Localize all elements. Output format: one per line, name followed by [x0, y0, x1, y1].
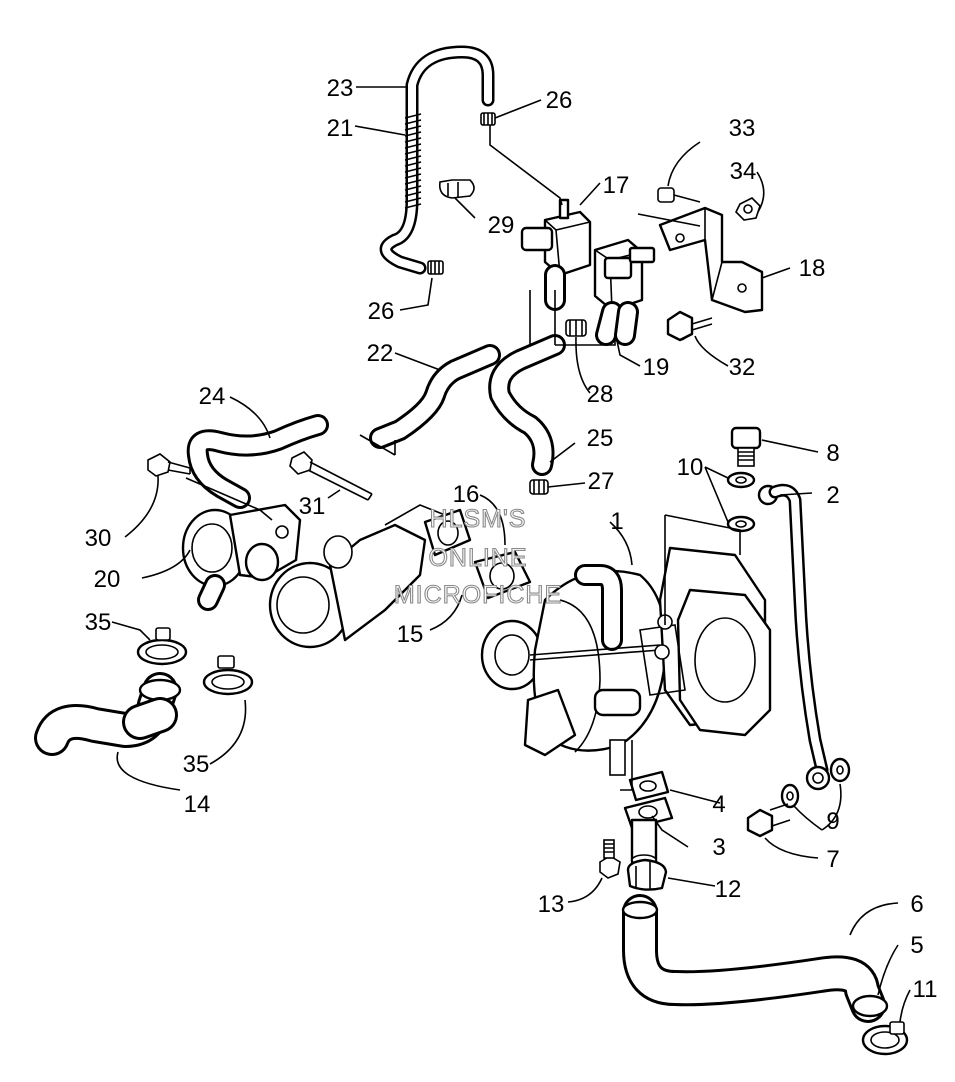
callout-11: 11 [913, 976, 938, 1003]
hose-22 [369, 344, 501, 449]
callout-25: 25 [587, 425, 614, 452]
callout-26-top: 26 [546, 87, 573, 114]
long-bolt-31 [289, 451, 373, 501]
bolt-33 [657, 187, 701, 203]
callout-7: 7 [826, 846, 839, 873]
hose-25 [488, 334, 566, 476]
hose-clip-27 [529, 479, 549, 495]
callout-18: 18 [799, 255, 826, 282]
callout-30: 30 [85, 525, 112, 552]
callout-27: 27 [588, 468, 615, 495]
turbocharger-1 [480, 546, 772, 776]
hose-clip-26-top [480, 112, 496, 126]
callout-10: 10 [677, 454, 704, 481]
oil-return-flange-3 [623, 796, 674, 866]
callout-6: 6 [910, 891, 923, 918]
oil-line-2 [757, 483, 831, 791]
valve-19 [593, 238, 656, 346]
callout-20: 20 [94, 566, 121, 593]
actuator-housing-20 [181, 503, 302, 611]
callout-28: 28 [587, 381, 614, 408]
hose-clip-26-lower [427, 260, 444, 275]
callout-5: 5 [910, 932, 923, 959]
callout-22: 22 [367, 340, 394, 367]
callout-31: 31 [299, 493, 326, 520]
watermark: HLSM'S ONLINE MICROFICHE [393, 504, 562, 609]
hose-5 [851, 994, 889, 1018]
hose-clip-29 [438, 179, 475, 199]
callout-32: 32 [729, 354, 756, 381]
callout-29: 29 [488, 212, 515, 239]
watermark-line-3: MICROFICHE [394, 581, 562, 609]
bolt-7 [746, 803, 791, 838]
hose-clip-28 [565, 319, 587, 337]
vacuum-hose-21-23 [379, 45, 495, 275]
callout-35-right: 35 [183, 751, 210, 778]
hose-clamp-11 [861, 1021, 909, 1056]
callout-35-left: 35 [85, 609, 112, 636]
callout-1: 1 [610, 508, 623, 535]
callout-8: 8 [826, 440, 839, 467]
bolt-13 [599, 839, 621, 879]
bolt-32 [666, 310, 713, 342]
callout-4: 4 [712, 791, 725, 818]
hose-24 [186, 414, 329, 509]
bracket-18 [658, 206, 764, 314]
watermark-line-2: ONLINE [428, 544, 527, 572]
callout-24: 24 [199, 383, 226, 410]
gasket-15 [473, 550, 532, 600]
callout-3: 3 [712, 834, 725, 861]
washer-9-right [829, 757, 851, 783]
intake-hose-14 [34, 672, 182, 756]
exhaust-elbow [268, 504, 446, 649]
callout-26-lower: 26 [368, 298, 395, 325]
hose-clamp-35-left [136, 627, 188, 666]
gasket-4 [628, 770, 670, 802]
callout-19: 19 [643, 354, 670, 381]
callout-12: 12 [715, 876, 742, 903]
callout-labels: 1 2 3 4 5 6 7 8 9 10 11 12 13 14 15 16 1… [85, 75, 938, 1003]
part-illustrations [34, 45, 909, 1056]
callout-23: 23 [327, 75, 354, 102]
callout-34: 34 [730, 158, 757, 185]
oil-return-hose-6 [621, 894, 886, 1023]
nut-34 [735, 197, 761, 221]
washer-9-left [780, 783, 800, 809]
leader-lines [111, 86, 911, 1023]
gasket-16 [423, 508, 472, 557]
hose-clamp-35-right [202, 655, 254, 696]
callout-16: 16 [453, 481, 480, 508]
callout-9: 9 [826, 808, 839, 835]
bolt-30 [147, 453, 191, 477]
hose-clip-12 [626, 858, 668, 891]
solenoid-valve-17 [520, 198, 592, 311]
callout-17: 17 [603, 172, 630, 199]
callout-15: 15 [397, 621, 424, 648]
watermark-line-1: HLSM'S [430, 505, 527, 533]
washer-10-bottom [726, 515, 756, 533]
washer-10-top [726, 471, 756, 489]
callout-13: 13 [538, 891, 565, 918]
callout-2: 2 [826, 482, 839, 509]
callout-21: 21 [327, 115, 354, 142]
callout-33: 33 [729, 115, 756, 142]
callout-14: 14 [184, 791, 211, 818]
bolt-8 [730, 426, 762, 467]
